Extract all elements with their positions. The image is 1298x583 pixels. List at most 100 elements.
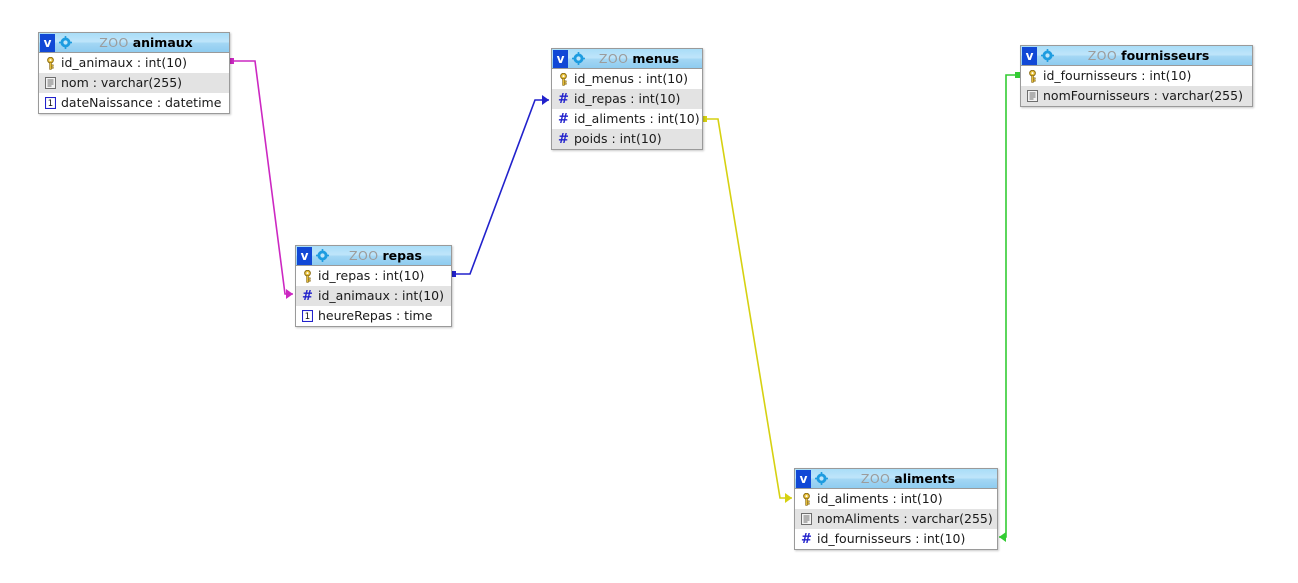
relation-line [999, 74, 1018, 538]
varchar-icon [799, 511, 814, 527]
text-field-icon [45, 77, 56, 89]
table-title-repas: ZOO repas [330, 247, 451, 265]
gear-icon[interactable] [314, 247, 330, 265]
view-badge-icon: v [796, 469, 811, 488]
table-title-animaux: ZOO animaux [73, 34, 229, 52]
column-label: heureRepas : time [318, 308, 433, 323]
relation-end-marker [785, 493, 792, 503]
table-schema-label: ZOO [99, 34, 129, 50]
column-row[interactable]: 1 dateNaissance : datetime [39, 93, 229, 113]
gear-icon [58, 36, 72, 49]
foreign-key-icon: # [302, 288, 313, 304]
table-name-label: animaux [132, 34, 193, 50]
table-title-fournisseurs: ZOO fournisseurs [1055, 47, 1252, 65]
column-label: nomAliments : varchar(255) [817, 511, 993, 526]
table-repas[interactable]: v ZOO repas id_repas : int(10) # id_animau… [295, 245, 452, 327]
foreign-key-icon: # [799, 531, 814, 547]
column-row[interactable]: id_aliments : int(10) [795, 489, 997, 509]
relation-animaux-repas[interactable] [228, 58, 293, 299]
column-label: id_fournisseurs : int(10) [1043, 68, 1192, 83]
foreign-key-icon: # [556, 111, 571, 127]
relation-fournisseurs-aliments[interactable] [999, 72, 1021, 542]
column-label: id_animaux : int(10) [61, 55, 187, 70]
primary-key-icon [1025, 68, 1040, 84]
key-icon [803, 492, 810, 506]
foreign-key-icon: # [558, 91, 569, 107]
column-row[interactable]: id_fournisseurs : int(10) [1021, 66, 1252, 86]
table-animaux[interactable]: v ZOO animaux id_animaux : int(10) nom :… [38, 32, 230, 114]
table-header-animaux[interactable]: v ZOO animaux [39, 33, 229, 53]
relation-line [453, 99, 549, 275]
foreign-key-icon: # [558, 111, 569, 127]
foreign-key-icon: # [801, 531, 812, 547]
column-row[interactable]: nomFournisseurs : varchar(255) [1021, 86, 1252, 106]
table-name-label: fournisseurs [1121, 47, 1210, 63]
column-row[interactable]: # id_repas : int(10) [552, 89, 702, 109]
relation-end-marker [999, 532, 1006, 542]
gear-icon[interactable] [813, 470, 829, 488]
foreign-key-icon: # [556, 131, 571, 147]
column-row[interactable]: 1 heureRepas : time [296, 306, 451, 326]
table-schema-label: ZOO [860, 470, 891, 486]
column-label: dateNaissance : datetime [61, 95, 222, 110]
foreign-key-icon: # [558, 131, 569, 147]
table-aliments[interactable]: v ZOO aliments id_aliments : int(10) nom… [794, 468, 998, 550]
primary-key-icon [556, 71, 571, 87]
text-field-icon [1027, 90, 1038, 102]
column-label: id_repas : int(10) [574, 91, 681, 106]
table-menus[interactable]: v ZOO menus id_menus : int(10) # id_repas … [551, 48, 703, 150]
gear-icon [1040, 49, 1054, 62]
table-header-fournisseurs[interactable]: v ZOO fournisseurs [1021, 46, 1252, 66]
gear-icon [814, 472, 828, 485]
column-row[interactable]: id_menus : int(10) [552, 69, 702, 89]
column-row[interactable]: id_repas : int(10) [296, 266, 451, 286]
column-row[interactable]: id_animaux : int(10) [39, 53, 229, 73]
key-icon [304, 269, 311, 283]
column-label: id_aliments : int(10) [574, 111, 700, 126]
foreign-key-icon: # [556, 91, 571, 107]
relation-line [704, 118, 792, 499]
view-badge-icon: v [1022, 46, 1037, 65]
column-row[interactable]: nom : varchar(255) [39, 73, 229, 93]
table-name-label: menus [632, 50, 680, 66]
gear-icon[interactable] [570, 50, 586, 68]
table-header-menus[interactable]: v ZOO menus [552, 49, 702, 69]
key-icon [47, 56, 54, 70]
view-badge-icon: v [297, 246, 312, 265]
date-field-icon: 1 [302, 310, 313, 322]
key-icon [560, 72, 567, 86]
column-row[interactable]: # id_aliments : int(10) [552, 109, 702, 129]
text-field-icon [801, 513, 812, 525]
column-label: id_fournisseurs : int(10) [817, 531, 966, 546]
column-label: nomFournisseurs : varchar(255) [1043, 88, 1243, 103]
table-name-label: aliments [894, 470, 956, 486]
column-label: id_repas : int(10) [318, 268, 425, 283]
table-schema-label: ZOO [598, 50, 629, 66]
gear-icon[interactable] [57, 34, 73, 52]
varchar-icon [1025, 88, 1040, 104]
column-label: poids : int(10) [574, 131, 662, 146]
column-row[interactable]: # poids : int(10) [552, 129, 702, 149]
column-row[interactable]: # id_fournisseurs : int(10) [795, 529, 997, 549]
column-row[interactable]: # id_animaux : int(10) [296, 286, 451, 306]
relation-menus-aliments[interactable] [701, 116, 792, 503]
view-badge-icon: v [40, 33, 55, 52]
relation-end-marker [542, 95, 549, 105]
primary-key-icon [43, 55, 58, 71]
table-title-aliments: ZOO aliments [829, 470, 997, 488]
gear-icon [315, 249, 329, 262]
gear-icon [571, 52, 585, 65]
table-header-aliments[interactable]: v ZOO aliments [795, 469, 997, 489]
column-row[interactable]: nomAliments : varchar(255) [795, 509, 997, 529]
table-header-repas[interactable]: v ZOO repas [296, 246, 451, 266]
datetime-icon: 1 [300, 308, 315, 324]
table-title-menus: ZOO menus [586, 50, 702, 68]
view-badge-icon: v [553, 49, 568, 68]
table-fournisseurs[interactable]: v ZOO fournisseurs id_fournisseurs : int… [1020, 45, 1253, 107]
column-label: id_aliments : int(10) [817, 491, 943, 506]
gear-icon[interactable] [1039, 47, 1055, 65]
relation-repas-menus[interactable] [450, 95, 549, 277]
relation-end-marker [286, 289, 293, 299]
column-label: id_animaux : int(10) [318, 288, 444, 303]
